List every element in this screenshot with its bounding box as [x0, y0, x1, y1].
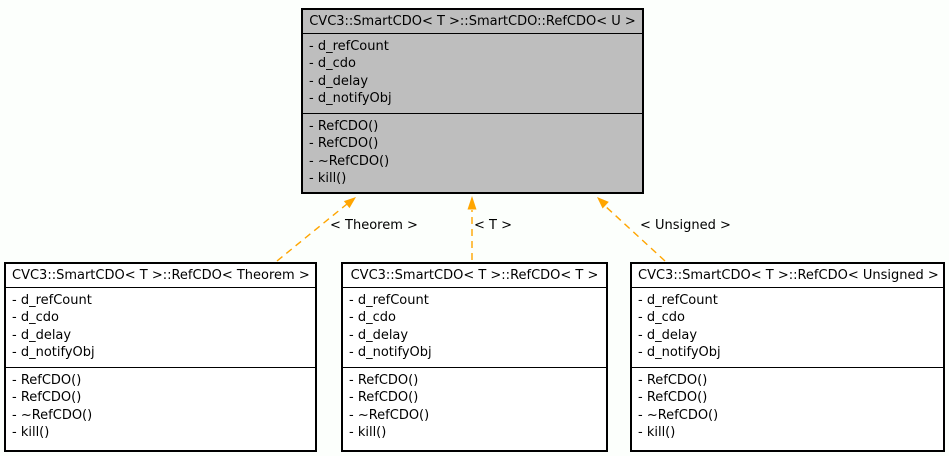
method: - RefCDO() — [309, 119, 379, 135]
class-node-refcdo-unsigned[interactable]: CVC3::SmartCDO< T >::RefCDO< Unsigned > … — [630, 262, 945, 452]
attribute: - d_delay — [638, 327, 698, 343]
method: - ~RefCDO() — [309, 153, 390, 169]
attribute: - d_refCount — [12, 293, 92, 308]
attribute: - d_refCount — [309, 39, 389, 54]
attributes-section: - d_refCount - d_cdo - d_delay - d_notif… — [632, 288, 943, 367]
edge-label-t: < T > — [474, 218, 512, 233]
class-title: CVC3::SmartCDO< T >::RefCDO< Unsigned > — [632, 264, 943, 288]
method: - ~RefCDO() — [349, 407, 430, 423]
attributes-section: - d_refCount - d_cdo - d_delay - d_notif… — [303, 34, 642, 113]
attribute: - d_cdo — [638, 310, 685, 326]
method: - kill() — [638, 425, 676, 441]
methods-section: - RefCDO() - RefCDO() - ~RefCDO() - kill… — [303, 113, 642, 193]
method: - RefCDO() — [309, 136, 379, 152]
edge-label-theorem: < Theorem > — [330, 218, 418, 233]
methods-section: - RefCDO() - RefCDO() - ~RefCDO() - kill… — [632, 367, 943, 447]
template-instance-arrowhead-t — [467, 196, 477, 210]
methods-section: - RefCDO() - RefCDO() - ~RefCDO() - kill… — [343, 367, 606, 447]
attribute: - d_cdo — [309, 56, 356, 72]
class-node-refcdo-t[interactable]: CVC3::SmartCDO< T >::RefCDO< T > - d_ref… — [341, 262, 608, 452]
attribute: - d_notifyObj — [309, 90, 392, 106]
edge-label-unsigned: < Unsigned > — [640, 218, 731, 233]
method: - RefCDO() — [12, 390, 82, 406]
attributes-section: - d_refCount - d_cdo - d_delay - d_notif… — [343, 288, 606, 367]
method: - kill() — [349, 425, 387, 441]
attribute: - d_delay — [349, 327, 409, 343]
class-title: CVC3::SmartCDO< T >::RefCDO< Theorem > — [6, 264, 315, 288]
class-title: CVC3::SmartCDO< T >::SmartCDO::RefCDO< U… — [303, 10, 642, 34]
class-node-refcdo-u: CVC3::SmartCDO< T >::SmartCDO::RefCDO< U… — [301, 8, 644, 194]
method: - RefCDO() — [349, 373, 419, 389]
attribute: - d_delay — [12, 327, 72, 343]
methods-section: - RefCDO() - RefCDO() - ~RefCDO() - kill… — [6, 367, 315, 447]
attribute: - d_refCount — [638, 293, 718, 308]
class-node-refcdo-theorem[interactable]: CVC3::SmartCDO< T >::RefCDO< Theorem > -… — [4, 262, 317, 452]
method: - RefCDO() — [12, 373, 82, 389]
method: - RefCDO() — [638, 373, 708, 389]
template-instance-arrowhead-unsigned — [597, 197, 609, 209]
attribute: - d_refCount — [349, 293, 429, 308]
attribute: - d_cdo — [349, 310, 396, 326]
attribute: - d_cdo — [12, 310, 59, 326]
attribute: - d_notifyObj — [349, 344, 432, 360]
method: - ~RefCDO() — [638, 407, 719, 423]
template-instance-arrow-unsigned-line — [603, 204, 666, 262]
method: - ~RefCDO() — [12, 407, 93, 423]
class-title: CVC3::SmartCDO< T >::RefCDO< T > — [343, 264, 606, 288]
attributes-section: - d_refCount - d_cdo - d_delay - d_notif… — [6, 288, 315, 367]
attribute: - d_delay — [309, 73, 369, 89]
method: - kill() — [309, 171, 347, 187]
method: - kill() — [12, 425, 50, 441]
attribute: - d_notifyObj — [12, 344, 95, 360]
attribute: - d_notifyObj — [638, 344, 721, 360]
method: - RefCDO() — [349, 390, 419, 406]
template-instance-arrowhead-theorem — [343, 197, 356, 209]
method: - RefCDO() — [638, 390, 708, 406]
